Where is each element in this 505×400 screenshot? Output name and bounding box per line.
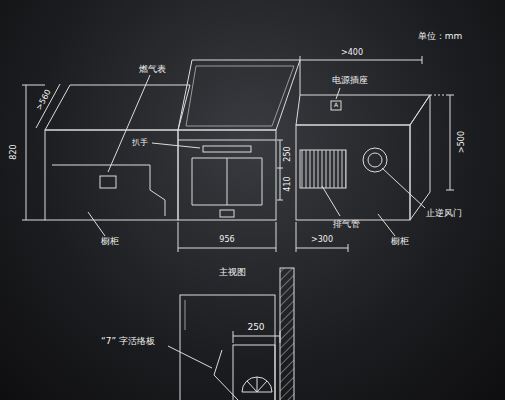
part-name: 止逆风门 (426, 209, 462, 218)
cabinet-recess (52, 165, 165, 216)
cooktop-glass (186, 66, 294, 126)
dimension: >560 (35, 88, 52, 111)
part-name: 扒手 (132, 139, 148, 147)
part-name: 排气管 (333, 220, 360, 229)
left-counter-top (45, 85, 190, 130)
door-top (192, 158, 262, 159)
check-valve (363, 148, 387, 172)
dimension: 250 (247, 323, 264, 332)
socket-symbol: A (334, 102, 338, 108)
exhaust-duct (300, 150, 346, 188)
part-name: 橱柜 (101, 237, 119, 246)
oven-handle (203, 146, 251, 152)
vent-fan (242, 377, 272, 392)
dimension: 820 (10, 144, 18, 159)
leader (108, 75, 150, 172)
socket-box (331, 101, 341, 110)
cooktop-top (178, 60, 300, 130)
part-name: 燃气表 (139, 65, 166, 74)
oven-front (178, 130, 276, 220)
gas-meter (100, 176, 116, 188)
control-strip (178, 140, 276, 141)
dimension: 250 (284, 146, 292, 161)
base-vent (220, 210, 234, 217)
part-name: 橱柜 (391, 237, 409, 246)
wall (280, 268, 294, 400)
door-split (227, 158, 228, 205)
side-cabinet (180, 295, 275, 400)
dimension: >500 (458, 131, 466, 153)
right-counter-top (296, 95, 430, 125)
dimension: 410 (284, 176, 292, 191)
right-cabinet (296, 125, 410, 220)
unit-note: 单位：mm (418, 32, 463, 41)
swing-plate (214, 350, 238, 400)
part-name: 电源插座 (332, 76, 368, 85)
dimension: >300 (311, 236, 333, 244)
view-title: 主视图 (219, 268, 246, 277)
part-name: “7” 字活络板 (101, 337, 155, 346)
right-side (410, 95, 430, 220)
dimension: >400 (341, 49, 363, 57)
dimension: 956 (219, 236, 234, 244)
